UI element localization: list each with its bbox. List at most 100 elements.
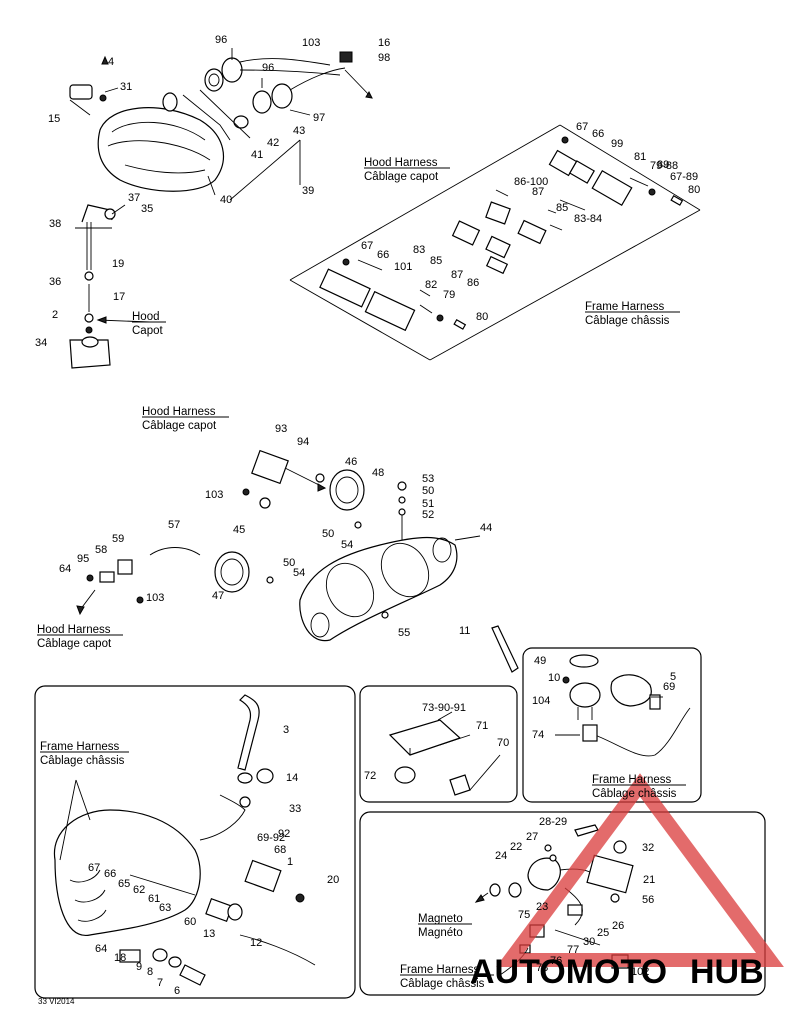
callout-83-84: 83-84: [574, 213, 602, 225]
callout-98: 98: [378, 52, 390, 64]
callout-81: 81: [634, 151, 646, 163]
label-hood-fr: Capot: [132, 325, 163, 337]
callout-92: 92: [278, 828, 290, 840]
callout-79-88: 79-88: [650, 160, 678, 172]
callout-56: 56: [642, 894, 654, 906]
callout-5: 5: [670, 671, 676, 683]
callout-20: 20: [327, 874, 339, 886]
callout-82: 82: [425, 279, 437, 291]
callout-47: 47: [212, 590, 224, 602]
callout-51: 51: [422, 498, 434, 510]
callout-102: 102: [631, 966, 649, 978]
callout-55: 55: [398, 627, 410, 639]
callout-71: 71: [476, 720, 488, 732]
callout-39: 39: [302, 185, 314, 197]
callout-67: 67: [361, 240, 373, 252]
callout-68: 68: [274, 844, 286, 856]
label-hood-harness-top-fr: Câblage capot: [364, 171, 439, 183]
watermark-text-b: HUB: [690, 953, 764, 991]
callout-60: 60: [184, 916, 196, 928]
magneto-section-box: [359, 811, 766, 996]
callout-96: 96: [215, 34, 227, 46]
callout-33: 33: [289, 803, 301, 815]
callout-101: 101: [394, 261, 412, 273]
callout-93: 93: [275, 423, 287, 435]
callout-57: 57: [168, 519, 180, 531]
callout-43: 43: [293, 125, 305, 137]
callout-24: 24: [495, 850, 507, 862]
callout-15: 15: [48, 113, 60, 125]
label-frame-harness-top-fr: Câblage châssis: [585, 315, 670, 327]
callout-12: 12: [250, 937, 262, 949]
callout-49: 49: [534, 655, 546, 667]
callout-26: 26: [612, 920, 624, 932]
callout-103: 103: [205, 489, 223, 501]
callout-50: 50: [322, 528, 334, 540]
callout-70: 70: [497, 737, 509, 749]
callout-2: 2: [52, 309, 58, 321]
callout-67: 67: [88, 862, 100, 874]
callout-59: 59: [112, 533, 124, 545]
callout-48: 48: [372, 467, 384, 479]
callout-97: 97: [313, 112, 325, 124]
callout-87: 87: [451, 269, 463, 281]
callout-96: 96: [262, 62, 274, 74]
callout-80: 80: [476, 311, 488, 323]
label-magneto-fr: Magnéto: [418, 927, 463, 939]
callout-3: 3: [283, 724, 289, 736]
callout-50: 50: [283, 557, 295, 569]
callout-72: 72: [364, 770, 376, 782]
callout-45: 45: [233, 524, 245, 536]
callout-11: 11: [459, 625, 470, 637]
callout-103: 103: [302, 37, 320, 49]
callout-104: 104: [532, 695, 550, 707]
callout-22: 22: [510, 841, 522, 853]
callout-95: 95: [77, 553, 89, 565]
callout-53: 53: [422, 473, 434, 485]
label-magneto: Magneto: [418, 913, 463, 925]
callout-36: 36: [49, 276, 61, 288]
frame-harness-section: [34, 685, 356, 999]
callout-63: 63: [159, 902, 171, 914]
label-hood: Hood: [132, 311, 160, 323]
callout-83: 83: [413, 244, 425, 256]
callout-10: 10: [548, 672, 560, 684]
callout-76: 76: [550, 955, 562, 967]
callout-61: 61: [148, 893, 160, 905]
callout-89: 89: [657, 159, 669, 171]
callout-37: 37: [128, 192, 140, 204]
callout-28-29: 28-29: [539, 816, 567, 828]
headlight-assembly: [69, 48, 373, 369]
footer-code: 33 VI2014: [38, 997, 75, 1006]
callout-58: 58: [95, 544, 107, 556]
callout-94: 94: [297, 436, 309, 448]
callout-1: 1: [287, 856, 293, 868]
callout-32: 32: [642, 842, 654, 854]
label-hood-harness-left-fr: Câblage capot: [37, 638, 112, 650]
callout-30: 30: [583, 936, 595, 948]
callout-46: 46: [345, 456, 357, 468]
callout-64: 64: [59, 563, 71, 575]
callout-34: 34: [35, 337, 47, 349]
callout-103: 103: [146, 592, 164, 604]
callout-86: 86: [467, 277, 479, 289]
callout-7: 7: [157, 977, 163, 989]
callout-14: 14: [286, 772, 298, 784]
callout-66: 66: [377, 249, 389, 261]
callout-65: 65: [118, 878, 130, 890]
callout-78: 78: [536, 962, 548, 974]
callout-18: 18: [114, 952, 126, 964]
label-frame-harness-right-fr: Câblage châssis: [592, 788, 677, 800]
callout-86-100: 86-100: [514, 176, 548, 188]
callout-99: 99: [611, 138, 623, 150]
callout-27: 27: [526, 831, 538, 843]
callout-13: 13: [203, 928, 215, 940]
label-hood-harness-mid: Hood Harness: [142, 406, 216, 418]
callout-19: 19: [112, 258, 124, 270]
callout-79: 79: [443, 289, 455, 301]
callout-67: 67: [576, 121, 588, 133]
callout-23: 23: [536, 901, 548, 913]
callout-77: 77: [567, 944, 579, 956]
